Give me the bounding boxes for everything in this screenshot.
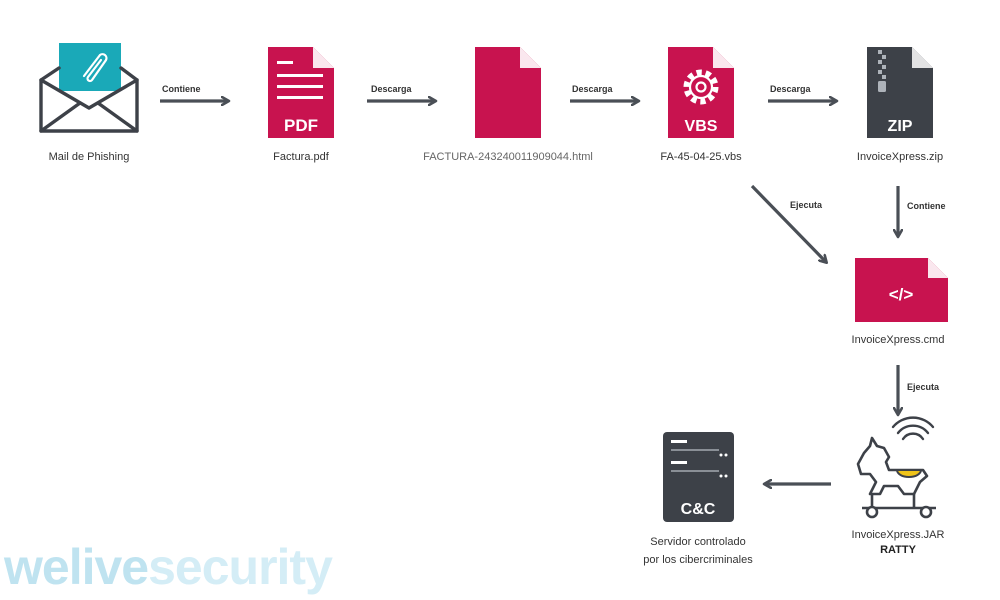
edge-pdf-to-html: Descarga — [367, 84, 435, 101]
zipper-tooth — [878, 50, 882, 54]
file-badge: VBS — [685, 118, 718, 135]
watermark-part1: welive — [4, 539, 149, 595]
zipper-icon — [878, 50, 886, 92]
server-badge: C&C — [681, 501, 716, 518]
node-html: FACTURA-243240011909044.html — [423, 47, 593, 163]
doc-line — [277, 61, 293, 64]
gear-icon — [683, 69, 719, 105]
server-slot — [671, 461, 687, 464]
zipper-tooth — [882, 55, 886, 59]
edge-label-descarga: Descarga — [770, 84, 812, 94]
paperclip-icon — [82, 53, 108, 83]
file-fold — [912, 47, 933, 68]
edge-label-ejecuta: Ejecuta — [907, 382, 940, 392]
edge-label-descarga: Descarga — [371, 84, 413, 94]
file-fold — [928, 258, 948, 278]
file-body — [855, 258, 948, 322]
doc-line — [277, 74, 323, 77]
file-fold — [313, 47, 334, 68]
envelope-with-paperclip-icon — [39, 43, 139, 133]
trojan-horse-icon — [856, 416, 936, 519]
node-cc: C&C Servidor controlado por los cibercri… — [643, 432, 753, 566]
node-jar: InvoiceXpress.JAR RATTY — [852, 416, 945, 556]
welivesecurity-watermark: welivesecurity — [4, 538, 333, 596]
wheel — [865, 505, 879, 519]
server-led — [719, 453, 723, 457]
node-cmd: </> InvoiceXpress.cmd — [852, 258, 948, 346]
server-body — [663, 432, 734, 522]
gear-teeth — [683, 69, 719, 105]
node-label-jar: InvoiceXpress.JAR — [852, 529, 945, 541]
server-slot — [671, 440, 687, 443]
envelope-folds — [39, 101, 139, 133]
file-badge: ZIP — [888, 118, 913, 135]
node-pdf: PDF Factura.pdf — [268, 47, 334, 163]
gear-ring — [688, 74, 714, 100]
server-slot — [671, 449, 719, 451]
file-body — [268, 47, 334, 138]
doc-line — [277, 96, 323, 99]
server-icon: C&C — [663, 432, 734, 522]
gear-hub — [695, 81, 707, 93]
edge-label-descarga: Descarga — [572, 84, 614, 94]
vbs-gear-file-icon: VBS — [668, 47, 734, 138]
edge-vbs-to-zip: Descarga — [768, 84, 836, 101]
node-label-mail: Mail de Phishing — [49, 151, 130, 163]
zipper-tooth — [882, 75, 886, 79]
horse-body — [856, 436, 929, 496]
node-zip: ZIP InvoiceXpress.zip — [857, 47, 943, 163]
server-led — [724, 453, 728, 457]
edge-label-ejecuta: Ejecuta — [790, 200, 823, 210]
wifi-arc — [891, 416, 935, 429]
server-led — [719, 474, 723, 478]
doc-line — [277, 85, 323, 88]
blank-file-icon — [475, 47, 541, 138]
zipper-tooth — [878, 60, 882, 64]
edge-zip-to-cmd: Contiene — [898, 186, 946, 236]
node-label-zip: InvoiceXpress.zip — [857, 151, 943, 163]
code-file-icon: </> — [855, 258, 948, 322]
zipper-tooth — [882, 65, 886, 69]
server-slot — [671, 470, 719, 472]
server-led — [724, 474, 728, 478]
node-vbs: VBS FA-45-04-25.vbs — [660, 47, 742, 163]
node-mail: Mail de Phishing — [39, 43, 139, 163]
node-label-pdf: Factura.pdf — [273, 151, 330, 163]
envelope-flap — [39, 66, 139, 82]
arrow-line — [750, 184, 826, 262]
file-body — [867, 47, 933, 138]
node-label-vbs: FA-45-04-25.vbs — [660, 151, 742, 163]
edge-label-contiene: Contiene — [907, 201, 946, 211]
wifi-arc — [901, 432, 925, 441]
node-label-cc-line1: Servidor controlado — [650, 536, 745, 548]
edge-label-contiene: Contiene — [162, 84, 201, 94]
wifi-arc — [896, 424, 930, 435]
node-label-html: FACTURA-243240011909044.html — [423, 151, 593, 163]
file-badge: </> — [889, 285, 914, 304]
saddle — [895, 469, 923, 478]
pdf-file-icon: PDF — [268, 47, 334, 138]
zip-file-icon: ZIP — [867, 47, 933, 138]
edge-mail-to-pdf: Contiene — [160, 84, 228, 101]
node-label-cmd: InvoiceXpress.cmd — [852, 334, 945, 346]
edge-vbs-to-cmd: Ejecuta — [750, 184, 826, 262]
zipper-pull — [878, 81, 886, 92]
file-body — [475, 47, 541, 138]
edge-cmd-to-jar: Ejecuta — [898, 365, 940, 414]
edge-html-to-vbs: Descarga — [570, 84, 638, 101]
wheel — [919, 505, 933, 519]
file-fold — [713, 47, 734, 68]
node-sublabel-jar: RATTY — [880, 544, 917, 556]
watermark-part2: security — [148, 539, 333, 595]
zipper-tooth — [878, 70, 882, 74]
node-label-cc-line2: por los cibercriminales — [643, 554, 753, 566]
file-badge: PDF — [284, 116, 318, 135]
file-fold — [520, 47, 541, 68]
wifi-signal-icon — [891, 416, 935, 441]
